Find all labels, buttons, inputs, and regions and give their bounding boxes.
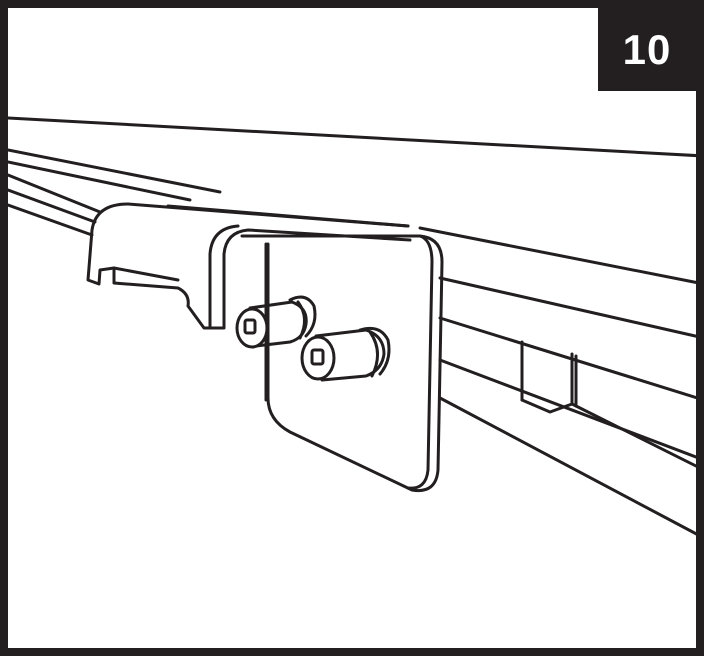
bolt-sleeve-2-collar (358, 326, 391, 376)
rail-lower-edge-2 (438, 396, 696, 536)
bolt-sleeve-1-collar (288, 295, 317, 338)
rail-lines (8, 116, 696, 536)
bolt-sleeve-2-end (300, 335, 336, 381)
bolt-sleeve-1-hole (243, 318, 257, 335)
bolt-sleeve-2-hole (310, 348, 325, 366)
rail-right-edge-1 (418, 226, 696, 284)
rail-right-edge-2 (438, 276, 696, 338)
hook-bracket-outline (86, 202, 412, 330)
rail-lower-edge-1 (438, 358, 696, 459)
step-number-badge: 10 (598, 8, 696, 91)
mounting-plate (240, 234, 444, 493)
rail-right-edge-3 (438, 316, 696, 400)
mounting-plate-outline (240, 234, 444, 493)
bolt-sleeve-1 (235, 295, 317, 349)
rail-top-edge (8, 116, 696, 158)
rail-groove-2 (8, 188, 97, 224)
rail-upper-edge-2 (8, 160, 192, 202)
mounting-plate-edge (406, 234, 434, 490)
bracket-assembly-illustration (8, 116, 696, 536)
bolt-sleeve-1-collar-line (296, 300, 306, 340)
bolt-sleeve-2-collar-line (368, 330, 379, 378)
hook-bracket-bend-inner (208, 224, 240, 328)
rail-slot-bottom (520, 398, 574, 414)
rail-groove-3 (8, 203, 94, 237)
hook-bracket-inner-top (166, 204, 410, 228)
rail-upper-edge (8, 148, 222, 194)
bolt-sleeve-1-end (235, 307, 269, 349)
rail-slot (520, 340, 578, 414)
hook-bracket (86, 202, 412, 330)
bolt-sleeve-1-body (248, 300, 308, 348)
rail-lower-inner (570, 402, 696, 468)
rail-groove-1 (8, 173, 102, 214)
bolt-sleeve-2 (300, 326, 391, 382)
hook-bracket-underside (112, 266, 180, 282)
